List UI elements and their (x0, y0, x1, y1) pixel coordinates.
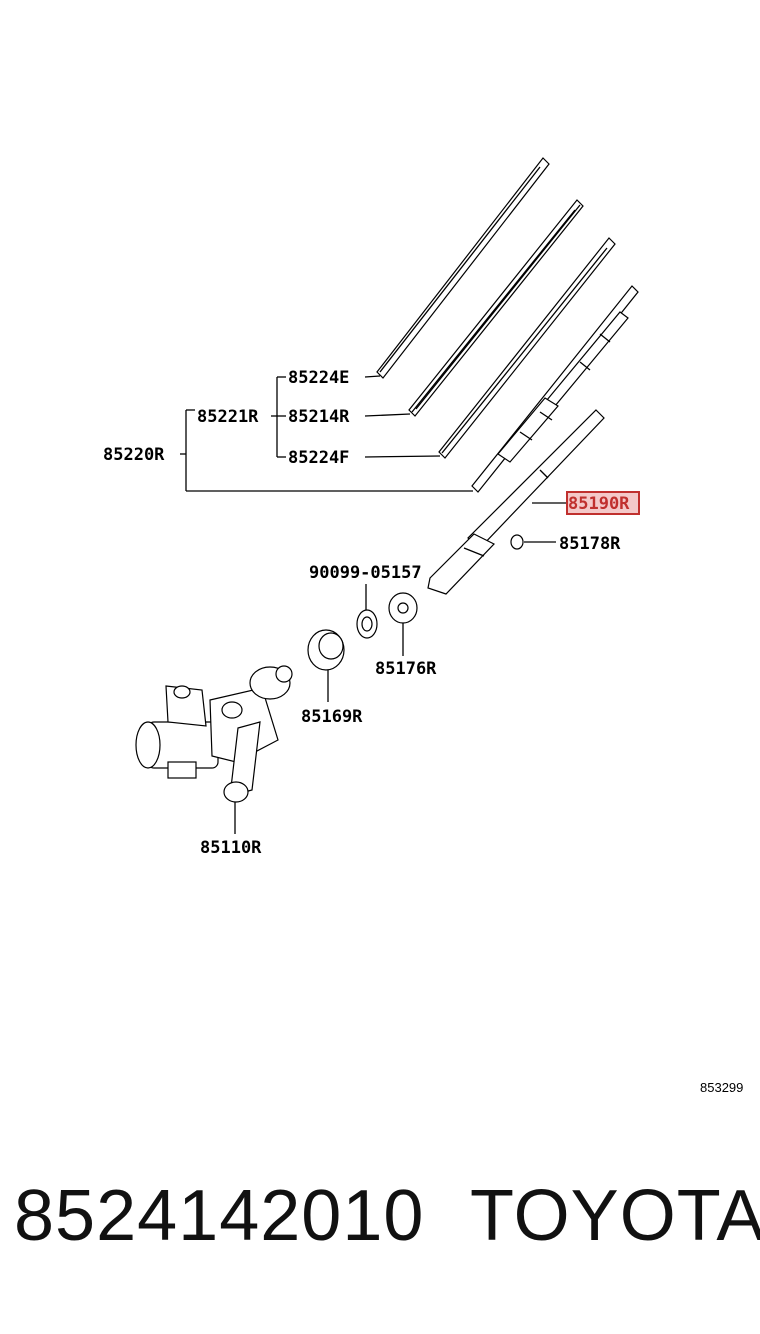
washer-90099 (356, 609, 378, 639)
blade-strip-85214R (408, 199, 584, 417)
cap-85176R (388, 592, 418, 624)
callout-85220R[interactable]: 85220R (103, 445, 165, 465)
diagram-reference-code: 853299 (700, 1080, 743, 1095)
wiper-arm (427, 409, 605, 595)
callout-90099-05157[interactable]: 90099-05157 (309, 563, 422, 583)
leader-lines (180, 375, 566, 834)
wiper-blade-assembly (471, 285, 639, 493)
callout-85214R[interactable]: 85214R (288, 407, 350, 427)
highlight-box-85190R (566, 491, 640, 515)
nut-85178R (510, 534, 524, 550)
footer: 8524142010 TOYOTA (0, 1180, 760, 1290)
callout-85224E[interactable]: 85224E (288, 368, 349, 388)
callout-85224F[interactable]: 85224F (288, 448, 349, 468)
callout-85190R[interactable]: 85190R (568, 494, 630, 514)
wiper-motor-85110R (135, 665, 293, 803)
callout-85178R[interactable]: 85178R (559, 534, 621, 554)
callout-85110R[interactable]: 85110R (200, 838, 262, 858)
blade-strip-85224F (438, 237, 616, 459)
grommet-85169R (307, 629, 345, 671)
blade-strip-85224E (376, 157, 550, 379)
parts-diagram: 85224E 85214R 85221R 85220R 85224F 85190… (103, 157, 743, 1095)
part-number: 8524142010 (14, 1176, 425, 1256)
callout-85169R[interactable]: 85169R (301, 707, 363, 727)
brand-name: TOYOTA (470, 1176, 760, 1256)
callout-85221R[interactable]: 85221R (197, 407, 259, 427)
callout-85176R[interactable]: 85176R (375, 659, 437, 679)
